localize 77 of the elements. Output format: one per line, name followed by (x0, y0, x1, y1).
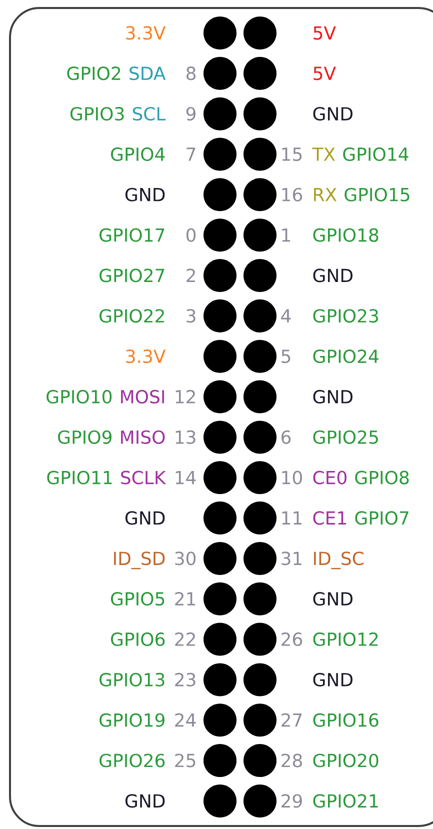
pin-number: 29 (282, 794, 302, 808)
pin-label: GPIO6 (111, 632, 165, 646)
pin-label: GPIO20 (313, 754, 378, 768)
pin-label: GPIO14 (343, 147, 408, 161)
pin-number: 4 (281, 309, 291, 322)
pin-label: GPIO25 (313, 430, 378, 444)
pin-number: 5 (282, 350, 290, 364)
pin-number: 28 (282, 754, 302, 768)
pin-label: ID_SC (314, 552, 364, 570)
pin-number: 7 (186, 148, 196, 161)
pin-label: GPIO7 (355, 511, 408, 525)
pin-label: GPIO8 (355, 470, 409, 484)
pin-number: 10 (282, 470, 302, 484)
pin-label: 5V (314, 26, 336, 40)
pin-label: MISO (121, 430, 165, 444)
pin-label: GPIO22 (100, 309, 164, 323)
pin-label: GND (313, 106, 352, 121)
pin-number: 31 (282, 552, 302, 566)
pin-label: GPIO21 (313, 794, 378, 808)
pin-label: SCLK (121, 470, 166, 484)
pin-number: 9 (186, 106, 196, 121)
pin-label: SDA (130, 66, 166, 80)
pin-label: 3.3V (126, 26, 166, 40)
pin-number: 23 (175, 672, 196, 686)
pin-label: GPIO19 (100, 713, 164, 727)
pin-label: GPIO11 (47, 470, 112, 484)
pin-label: CE0 (313, 470, 346, 484)
pin-label: GPIO12 (313, 632, 378, 646)
pin-number: 11 (282, 511, 302, 525)
pin-label: GND (313, 390, 352, 404)
pin-label: GPIO27 (100, 268, 164, 282)
pin-label: GND (313, 592, 352, 606)
pin-number: 2 (186, 268, 195, 282)
pin-label: ID_SD (114, 552, 165, 570)
pin-number: 12 (176, 390, 195, 404)
pin-number: 22 (175, 632, 195, 646)
pin-number: 27 (282, 713, 302, 727)
pin-label: GPIO18 (313, 228, 378, 242)
pin-label: GPIO9 (58, 430, 112, 444)
pin-label: GPIO13 (100, 672, 164, 686)
pin-label: GND (125, 511, 165, 525)
pin-label: GND (125, 188, 165, 202)
pin-number: 21 (175, 592, 196, 606)
pin-number: 1 (282, 228, 290, 242)
pin-number: 8 (186, 66, 196, 80)
pin-label: RX (314, 188, 337, 202)
pin-label: GND (313, 268, 352, 282)
pin-number: 0 (186, 228, 196, 242)
pin-number: 16 (282, 188, 302, 202)
pin-number: 6 (282, 430, 291, 444)
pin-label: 3.3V (126, 350, 166, 364)
pin-number: 3 (186, 309, 196, 323)
pin-label: GPIO24 (313, 350, 378, 364)
pin-label: SCL (132, 106, 166, 121)
pin-number: 30 (175, 552, 196, 566)
pin-number: 24 (175, 713, 196, 727)
pin-label: TX (312, 148, 336, 161)
pin-label: 5V (314, 66, 336, 80)
pin-label: GPIO10 (46, 390, 112, 404)
pin-label: MOSI (121, 390, 164, 404)
pin-label: CE1 (313, 511, 346, 525)
pin-label: GPIO17 (100, 228, 164, 242)
pin-label: GND (313, 672, 352, 686)
pin-label: GPIO2 (67, 66, 120, 80)
pin-label: GPIO16 (313, 713, 378, 727)
pin-label: GPIO3 (70, 106, 124, 121)
pin-number: 15 (282, 148, 302, 161)
pin-number: 25 (175, 754, 196, 768)
pin-label: GPIO23 (313, 309, 378, 323)
pin-label: GPIO26 (100, 754, 165, 768)
pin-label: GND (125, 794, 165, 808)
pin-label: GPIO5 (111, 592, 164, 606)
pin-label: GPIO4 (111, 147, 165, 161)
pin-number: 13 (176, 430, 196, 444)
pin-number: 14 (176, 470, 196, 484)
pin-label: GPIO15 (344, 188, 410, 202)
pin-number: 26 (282, 632, 302, 646)
